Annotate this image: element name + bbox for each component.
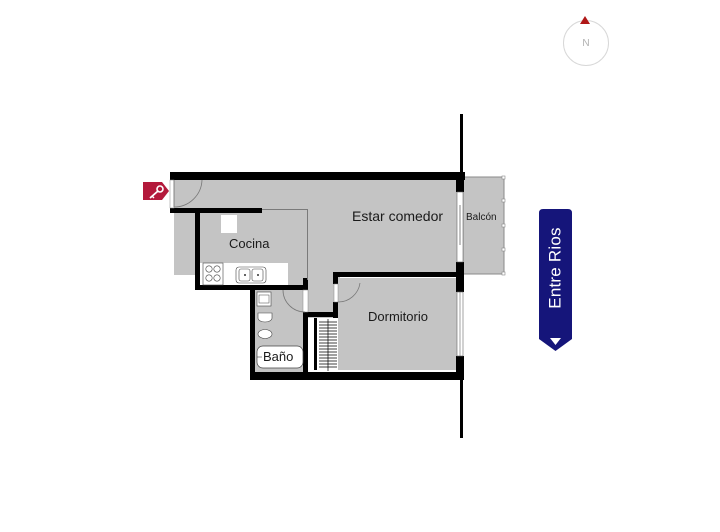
street-name-text: Entre Rios [545,227,565,309]
bano-door[interactable] [282,289,309,313]
bathtub-icon [256,345,304,369]
dormitorio-door[interactable] [333,282,361,303]
bidet-icon [257,329,273,339]
washbasin-icon [256,291,272,307]
room-label-estar-comedor: Estar comedor [352,208,443,224]
kitchen-fixtures [200,215,288,286]
bathroom-fixtures [256,291,304,369]
compass: N [563,20,609,66]
walls [170,114,465,438]
sink-icon [235,266,267,284]
entrance-door[interactable] [169,179,203,209]
room-dormitorio-floor[interactable] [338,278,460,370]
compass-north-label: N [582,37,590,49]
north-arrow-icon [580,16,590,24]
windows [456,191,464,357]
fridge [221,215,237,233]
street-badge [539,209,572,351]
room-balcon-floor[interactable] [462,176,505,275]
room-label-cocina: Cocina [229,236,270,251]
closet [319,319,337,371]
street-name: Entre Rios [539,209,572,327]
stove-icon [202,262,224,286]
toilet-icon [257,312,273,323]
room-label-balcon: Balcón [466,212,497,223]
key-icon[interactable] [143,182,169,200]
room-label-bano: Baño [263,349,293,364]
balcony-railing [501,175,506,276]
room-label-dormitorio: Dormitorio [368,309,428,324]
